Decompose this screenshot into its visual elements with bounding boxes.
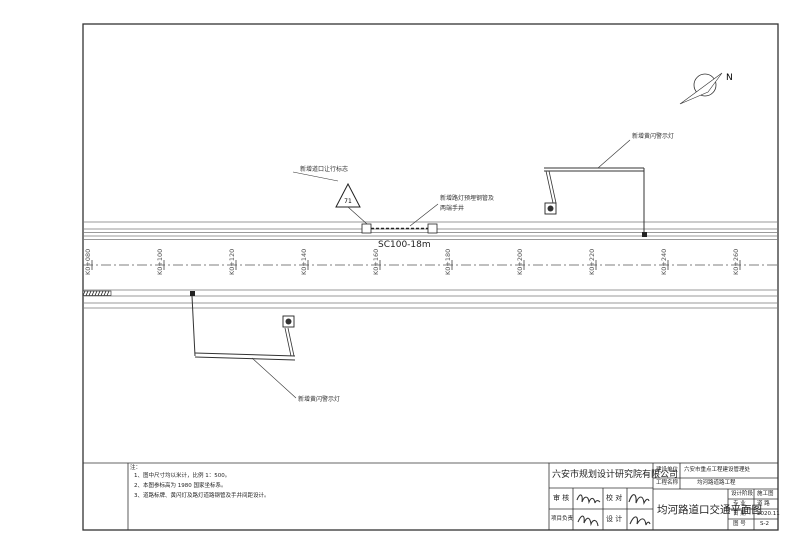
station-label: K0+240 <box>660 249 668 275</box>
yield-sign: 71 <box>292 171 368 225</box>
lead-label: 项目负责 <box>551 516 574 522</box>
station-label: K0+220 <box>588 249 596 275</box>
warning-light-bottom-label: 新增黄闪警示灯 <box>298 396 341 403</box>
north-label: N <box>726 73 733 83</box>
notes-heading: 注： <box>130 465 142 471</box>
note-item-2: 2、本图参标高为 1980 国家坐标系。 <box>134 483 227 489</box>
discipline-label: 专 业 <box>733 501 746 507</box>
station-label: K0+200 <box>516 249 524 275</box>
project-value: 均河路道路工程 <box>697 480 736 486</box>
discipline-value: 道 路 <box>757 501 770 507</box>
yield-sign-label: 新增道口让行标志 <box>300 166 349 173</box>
embedded-pipe <box>361 203 439 234</box>
warning-light-top-label: 新增黄闪警示灯 <box>632 133 675 140</box>
note-item-3: 3、道路标牌、黄闪灯及路灯道路钢管及手井间距设计。 <box>134 493 270 499</box>
pipe-spec-label: SC100-18m <box>378 240 431 250</box>
pipe-label-line2: 两端手井 <box>440 205 465 212</box>
client-value: 六安市重点工程建设管理处 <box>684 467 751 473</box>
note-item-1: 1、图中尺寸均以米计，比例 1：500。 <box>134 473 231 479</box>
warning-light-top <box>544 139 647 237</box>
drawing-frame <box>82 23 779 531</box>
station-label: K0+080 <box>84 249 92 275</box>
title-block-grid <box>548 462 779 531</box>
review-label: 审 核 <box>553 494 570 502</box>
design-label: 设 计 <box>606 515 623 523</box>
number-label: 图 号 <box>733 521 746 527</box>
station-label: K0+120 <box>228 249 236 275</box>
date-value: 2020.11 <box>757 511 780 517</box>
project-label: 工程名称 <box>656 480 679 486</box>
institute-name: 六安市规划设计研究院有限公司 <box>552 470 679 480</box>
drawing-title: 均河路道口交通平面图 <box>657 504 762 516</box>
stage-value: 施工图 <box>757 491 774 497</box>
date-label: 日 期 <box>733 511 746 517</box>
north-arrow-icon: N <box>679 72 733 105</box>
stop-bar <box>82 290 112 296</box>
station-markers: K0+080 K0+100 K0+120 K0+140 K0+160 K0+180 K0+2… <box>84 249 741 275</box>
station-label: K0+100 <box>156 249 164 275</box>
warning-light-bottom <box>190 291 297 399</box>
client-label: 建设单位 <box>656 467 679 473</box>
station-label: K0+160 <box>372 249 380 275</box>
yield-sign-number: 71 <box>344 198 352 205</box>
pipe-label-line1: 新增路灯预埋钢管及 <box>440 195 495 202</box>
notes-frame <box>83 462 549 530</box>
check-label: 校 对 <box>606 494 623 502</box>
stage-label: 设计阶段 <box>731 491 754 497</box>
station-label: K0+140 <box>300 249 308 275</box>
road-lines <box>83 221 778 309</box>
station-label: K0+260 <box>732 249 740 275</box>
station-label: K0+180 <box>444 249 452 275</box>
number-value: S-2 <box>760 521 769 527</box>
